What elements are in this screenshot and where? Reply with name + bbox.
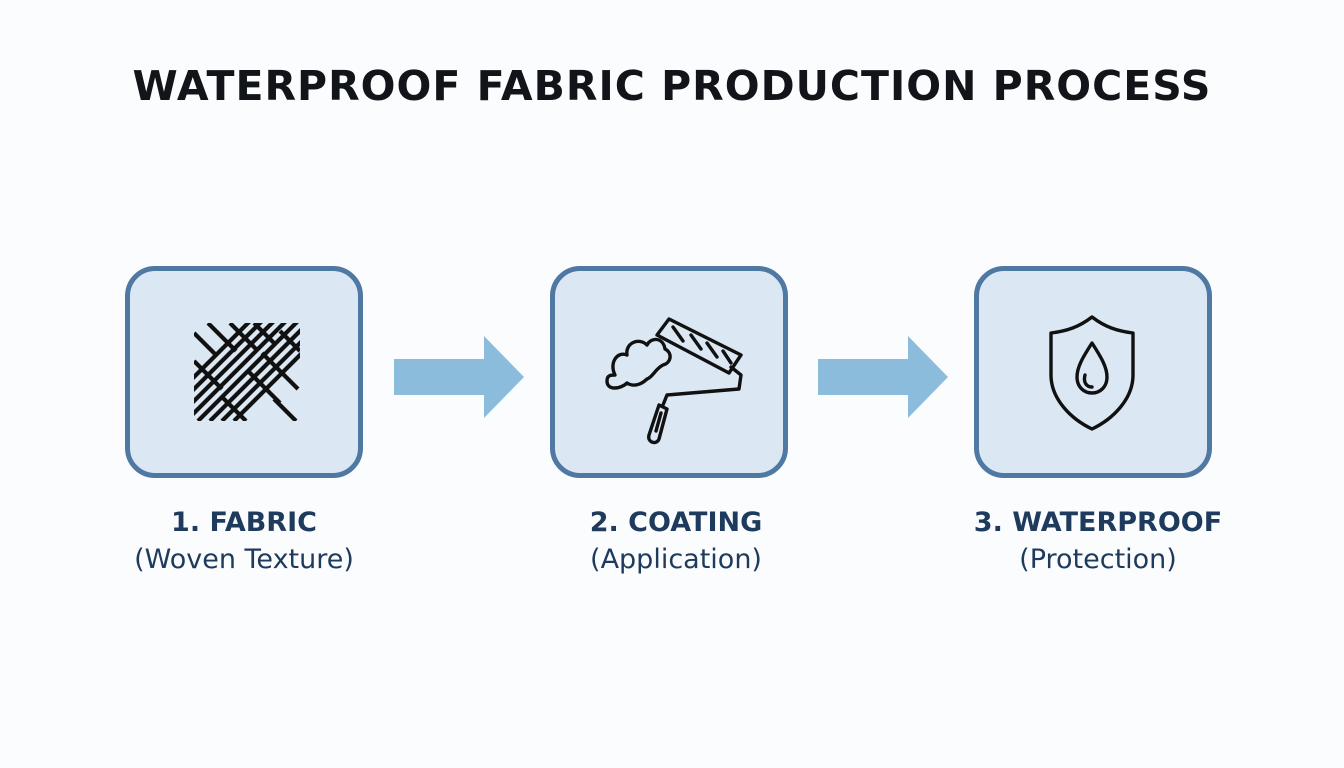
shield-water-drop-icon [1049, 315, 1135, 431]
step-name: 2. COATING [589, 507, 763, 538]
step-name: 3. WATERPROOF [973, 507, 1223, 538]
step-coating-label: 2. COATING (Application) [496, 504, 856, 578]
paint-roller-icon [605, 317, 743, 445]
step-fabric-box [125, 266, 363, 478]
flow-arrow-2 [818, 336, 948, 418]
step-waterproof-label: 3. WATERPROOF (Protection) [918, 504, 1278, 578]
step-fabric-label: 1. FABRIC (Woven Texture) [64, 504, 424, 578]
diagram-title: WATERPROOF FABRIC PRODUCTION PROCESS [132, 62, 1212, 110]
step-subtitle: (Woven Texture) [134, 544, 354, 575]
step-coating-box [550, 266, 788, 478]
step-subtitle: (Protection) [1019, 544, 1177, 575]
step-name: 1. FABRIC [171, 507, 317, 538]
step-waterproof-box [974, 266, 1212, 478]
step-subtitle: (Application) [590, 544, 762, 575]
flow-arrow-1 [394, 336, 524, 418]
woven-fabric-icon [194, 323, 300, 421]
